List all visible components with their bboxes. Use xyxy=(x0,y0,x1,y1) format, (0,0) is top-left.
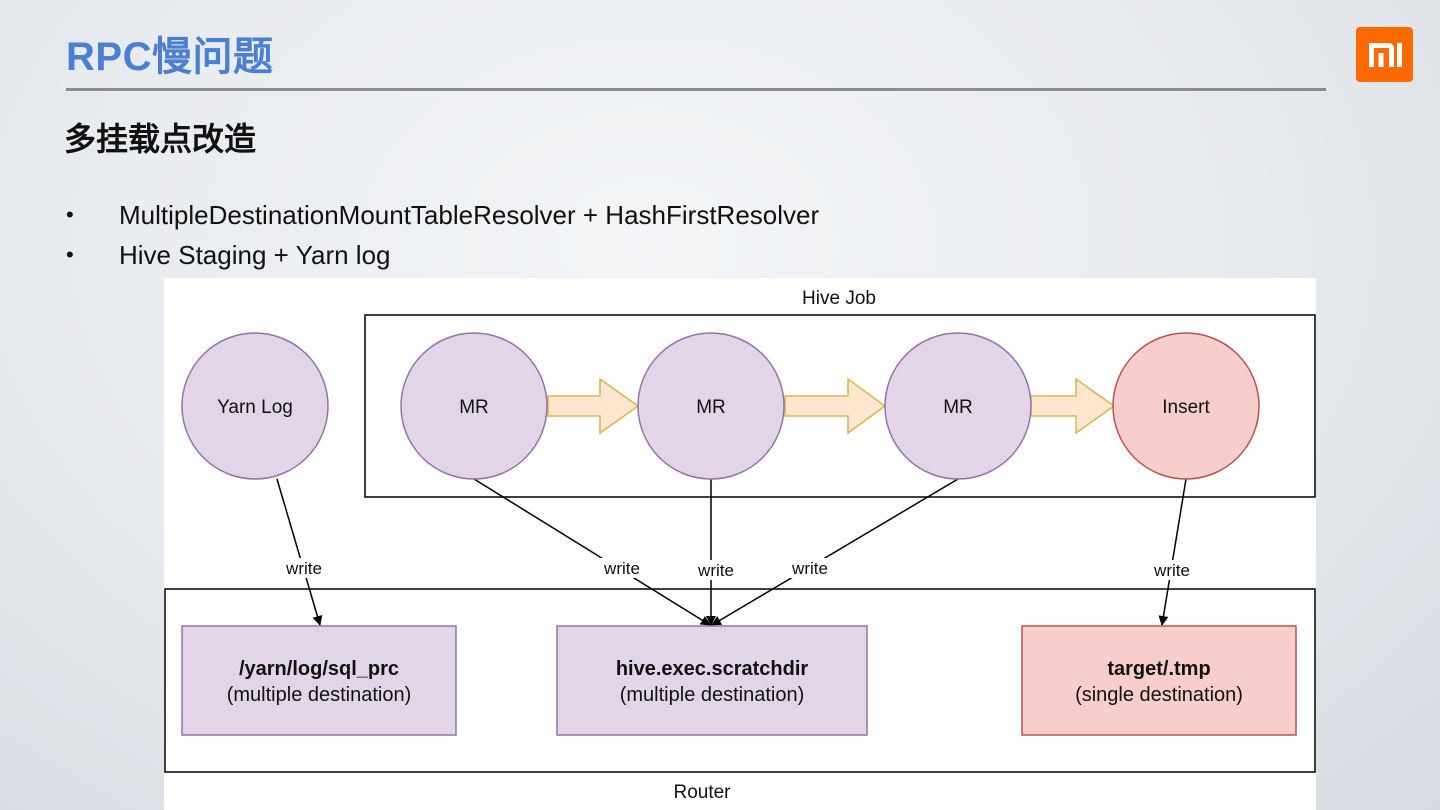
edge-label-write: write xyxy=(791,559,828,578)
target-destination-path: target/.tmp xyxy=(1107,658,1210,680)
mr-node xyxy=(400,332,548,480)
insert-node-label: Insert xyxy=(1162,397,1210,418)
mr-node-label: MR xyxy=(696,397,726,418)
flow-arrow-icon xyxy=(784,377,887,435)
flow-arrow-icon xyxy=(547,377,640,435)
mr-node xyxy=(884,332,1032,480)
edge-label-write: write xyxy=(697,561,734,580)
scratch-destination-path: hive.exec.scratchdir xyxy=(616,658,809,680)
bullet-marker: • xyxy=(66,242,74,267)
yarn-destination-box xyxy=(181,625,457,736)
architecture-diagram: Hive Job Router write write write write … xyxy=(164,278,1316,810)
yarn-log-node xyxy=(181,332,329,480)
yarn-destination-path: /yarn/log/sql_prc xyxy=(239,658,399,680)
section-subtitle: 多挂载点改造 xyxy=(64,120,257,158)
mr-node-label: MR xyxy=(943,397,973,418)
yarn-destination-note: (multiple destination) xyxy=(227,684,412,706)
hive-job-label: Hive Job xyxy=(802,288,876,309)
write-edge xyxy=(1158,478,1187,626)
slide-title: RPC慢问题 xyxy=(66,35,274,79)
bullet-text: Hive Staging + Yarn log xyxy=(119,240,391,270)
target-destination-box xyxy=(1021,625,1297,736)
hive-job-container xyxy=(364,314,1316,498)
edge-label-write: write xyxy=(285,559,322,578)
yarn-log-node-label: Yarn Log xyxy=(217,397,293,418)
target-destination-note: (single destination) xyxy=(1075,684,1243,706)
mr-node-label: MR xyxy=(459,397,489,418)
scratch-destination-box xyxy=(556,625,868,736)
edge-label-write: write xyxy=(603,559,640,578)
mr-node xyxy=(637,332,785,480)
xiaomi-logo-icon xyxy=(1356,27,1413,82)
flow-arrow-icon xyxy=(1030,377,1116,435)
write-edge xyxy=(276,478,323,626)
title-divider xyxy=(66,88,1326,91)
edge-label-write: write xyxy=(1153,561,1190,580)
router-container xyxy=(164,588,1316,773)
router-label: Router xyxy=(673,782,731,803)
insert-node xyxy=(1112,332,1260,480)
bullet-text: MultipleDestinationMountTableResolver + … xyxy=(119,200,820,230)
write-edge xyxy=(473,478,711,626)
scratch-destination-note: (multiple destination) xyxy=(620,684,805,706)
write-edge xyxy=(711,478,959,626)
bullet-marker: • xyxy=(66,202,74,227)
